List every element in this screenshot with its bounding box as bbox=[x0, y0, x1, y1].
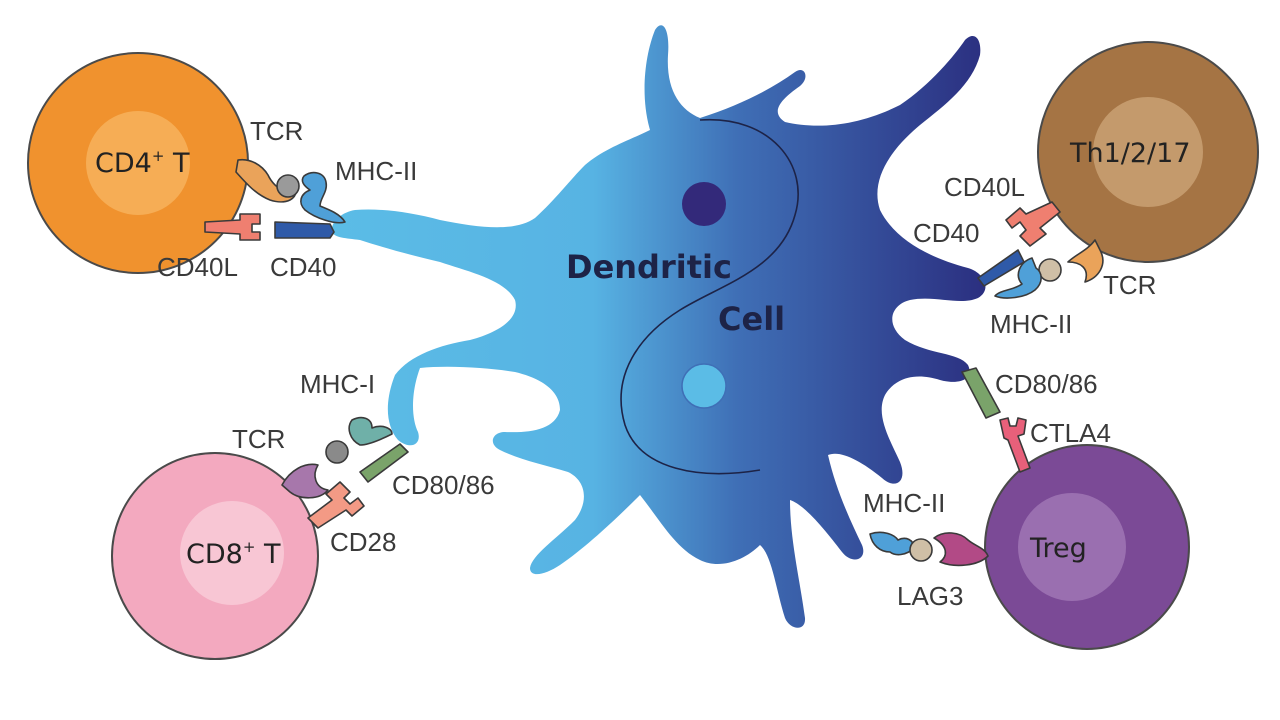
label-cd4-cd40: CD40 bbox=[270, 252, 336, 282]
treg-mhc2-receptor bbox=[869, 531, 915, 556]
th-cell: Th1/2/17 bbox=[1037, 41, 1259, 263]
cd8-cd28-receptor bbox=[307, 481, 365, 529]
label-th-cd40: CD40 bbox=[913, 218, 979, 248]
label-cd8-tcr: TCR bbox=[232, 424, 285, 454]
label-th-tcr: TCR bbox=[1103, 270, 1156, 300]
th-mhc2-receptor bbox=[994, 257, 1042, 299]
cd4-antigen bbox=[276, 174, 300, 198]
cd4-t-cell-label: CD4+ T bbox=[95, 147, 190, 179]
label-cd8-mhc1: MHC-I bbox=[300, 369, 375, 399]
dendritic-cell: Dendritic Cell bbox=[331, 25, 986, 628]
yin-yang-divider bbox=[620, 118, 799, 475]
th-receptors bbox=[977, 201, 1104, 299]
th-cell-label: Th1/2/17 bbox=[1069, 138, 1191, 169]
label-treg-lag3: LAG3 bbox=[897, 581, 964, 611]
cd8-tcr-receptor bbox=[281, 463, 329, 499]
th-cell-inner bbox=[1093, 97, 1203, 207]
label-cd4-tcr: TCR bbox=[250, 116, 303, 146]
treg-receptors bbox=[869, 367, 1031, 567]
dendritic-label-line2: Cell bbox=[718, 300, 785, 338]
treg-cell-inner bbox=[1018, 493, 1126, 601]
dendritic-nucleus-light bbox=[681, 363, 727, 409]
cd8-t-cell-label: CD8+ T bbox=[186, 538, 281, 570]
label-treg-mhc2: MHC-II bbox=[863, 488, 945, 518]
treg-antigen bbox=[909, 538, 933, 562]
dendritic-nucleus-dark bbox=[682, 182, 726, 226]
th-cd40-receptor bbox=[977, 249, 1025, 287]
treg-cell-label: Treg bbox=[1029, 533, 1087, 564]
cd4-t-cell-inner bbox=[86, 111, 190, 215]
label-treg-cd80-86: CD80/86 bbox=[995, 369, 1098, 399]
th-tcr-receptor bbox=[1067, 239, 1104, 283]
label-cd8-cd80-86: CD80/86 bbox=[392, 470, 495, 500]
cd4-t-cell: CD4+ T bbox=[27, 52, 249, 274]
cd8-mhc1-receptor bbox=[348, 416, 393, 446]
label-th-mhc2: MHC-II bbox=[990, 309, 1072, 339]
treg-lag3-receptor bbox=[933, 532, 989, 567]
treg-cd80-86-receptor bbox=[961, 367, 1001, 419]
treg-cell: Treg bbox=[984, 444, 1190, 650]
dendritic-label-line1: Dendritic bbox=[566, 248, 732, 286]
label-cd4-cd40l: CD40L bbox=[157, 252, 238, 282]
cd8-t-cell: CD8+ T bbox=[111, 452, 319, 660]
cd8-antigen bbox=[325, 440, 349, 464]
treg-ctla4-receptor bbox=[999, 417, 1031, 473]
label-treg-ctla4: CTLA4 bbox=[1030, 418, 1111, 448]
label-cd8-cd28: CD28 bbox=[330, 527, 396, 557]
th-antigen bbox=[1038, 258, 1062, 282]
cd4-cd40l-receptor bbox=[204, 213, 261, 241]
th-cd40l-receptor bbox=[1005, 201, 1061, 247]
cd4-mhc2-receptor bbox=[300, 171, 346, 224]
cd4-cd40-receptor bbox=[274, 221, 335, 239]
cd4-receptors bbox=[204, 158, 346, 241]
cd8-receptors bbox=[281, 416, 409, 529]
cd8-t-cell-inner bbox=[180, 501, 284, 605]
cd8-cd80-86-receptor bbox=[359, 443, 409, 483]
label-cd4-mhc2: MHC-II bbox=[335, 156, 417, 186]
label-th-cd40l: CD40L bbox=[944, 172, 1025, 202]
